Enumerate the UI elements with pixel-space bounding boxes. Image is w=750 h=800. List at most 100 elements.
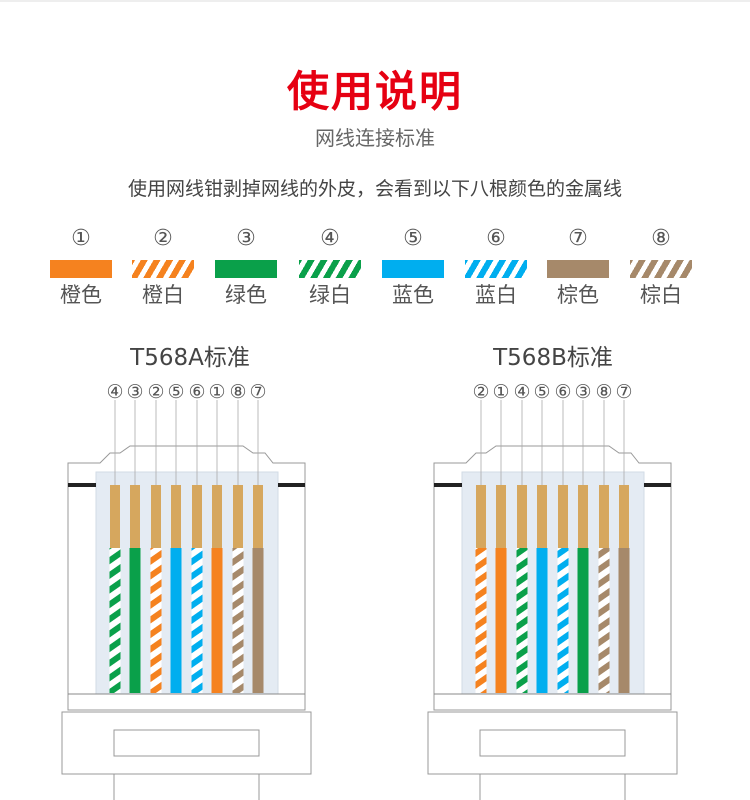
wire-棕白 [598, 548, 610, 693]
color-swatch [630, 260, 692, 278]
legend-label: 棕色 [557, 283, 599, 307]
legend-item: ⑤ 蓝色 [378, 226, 448, 308]
wire-绿白 [516, 548, 528, 693]
wire-绿白 [109, 548, 121, 693]
wire-蓝色 [170, 548, 182, 693]
wire-绿色 [129, 548, 141, 693]
pin-number-label: ② [472, 381, 489, 403]
legend-label: 蓝白 [475, 283, 517, 307]
gold-contact [619, 485, 629, 548]
description: 使用网线钳剥掉网线的外皮，会看到以下八根颜色的金属线 [127, 178, 622, 200]
latch-line [644, 483, 671, 487]
wire-棕白 [232, 548, 244, 693]
gold-contact [517, 485, 527, 548]
color-swatch [299, 260, 361, 278]
color-swatch [382, 260, 444, 278]
pin-number-label: ⑧ [229, 381, 246, 403]
wire-橙白 [475, 548, 487, 693]
page-title: 使用说明 [286, 67, 463, 116]
gold-contact [496, 485, 506, 548]
latch-line [434, 483, 462, 487]
gold-contact [171, 485, 181, 548]
legend-number: ⑤ [403, 226, 423, 251]
legend-label: 绿色 [225, 283, 267, 307]
gold-contact [151, 485, 161, 548]
legend-item: ④ 绿白 [295, 226, 365, 308]
legend-item: ⑦ 棕色 [543, 226, 613, 308]
color-swatch [132, 260, 194, 278]
legend-item: ⑥ 蓝白 [461, 226, 531, 308]
wire-橙色 [211, 548, 223, 693]
wire-蓝白 [191, 548, 203, 693]
pin-number-label: ⑦ [615, 381, 632, 403]
pin-number-label: ⑤ [167, 381, 184, 403]
legend-number: ④ [320, 226, 340, 251]
wire-绿色 [577, 548, 589, 693]
boot-tab [479, 773, 626, 800]
pin-number-label: ③ [574, 381, 591, 403]
gold-contact [599, 485, 609, 548]
gold-contact [558, 485, 568, 548]
pin-number-label: ⑧ [595, 381, 612, 403]
pin-number-label: ② [147, 381, 164, 403]
legend-label: 橙白 [142, 283, 184, 307]
latch-line [68, 483, 96, 487]
boot-window [479, 729, 626, 757]
standard-title-t568b: T568B标准 [493, 345, 613, 371]
gold-contact [192, 485, 202, 548]
pin-number-label: ① [208, 381, 225, 403]
legend-number: ① [71, 226, 91, 251]
legend-number: ③ [236, 226, 256, 251]
gold-contact [537, 485, 547, 548]
wire-蓝白 [557, 548, 569, 693]
gold-contact [212, 485, 222, 548]
wire-橙白 [150, 548, 162, 693]
legend-item: ③ 绿色 [211, 226, 281, 308]
legend-number: ② [153, 226, 173, 251]
wire-棕色 [252, 548, 264, 693]
legend-item: ② 橙白 [128, 226, 198, 308]
legend-item: ① 橙色 [46, 226, 116, 308]
latch-line [278, 483, 305, 487]
gold-contact [578, 485, 588, 548]
gold-contact [110, 485, 120, 548]
wire-橙色 [495, 548, 507, 693]
color-swatch [50, 260, 112, 278]
wire-蓝色 [536, 548, 548, 693]
pin-number-label: ④ [106, 381, 123, 403]
gold-contact [476, 485, 486, 548]
gold-contact [233, 485, 243, 548]
color-swatch [215, 260, 277, 278]
pin-number-label: ⑥ [554, 381, 571, 403]
gold-contact [130, 485, 140, 548]
pin-number-label: ① [492, 381, 509, 403]
top-divider [0, 0, 750, 2]
pin-number-label: ③ [126, 381, 143, 403]
boot-tab [113, 773, 260, 800]
contact-housing [461, 471, 645, 695]
legend-number: ⑧ [651, 226, 671, 251]
legend-item: ⑧ 棕白 [626, 226, 696, 308]
legend-label: 棕白 [640, 283, 682, 307]
standard-title-t568a: T568A标准 [130, 345, 250, 371]
pin-number-label: ⑤ [533, 381, 550, 403]
color-swatch [465, 260, 527, 278]
contact-housing [95, 471, 279, 695]
color-swatch [547, 260, 609, 278]
pin-number-label: ⑦ [249, 381, 266, 403]
legend-number: ⑦ [568, 226, 588, 251]
pin-number-label: ④ [513, 381, 530, 403]
legend-label: 蓝色 [392, 283, 434, 307]
legend-label: 橙色 [60, 283, 102, 307]
page-subtitle: 网线连接标准 [315, 126, 435, 150]
wire-棕色 [618, 548, 630, 693]
legend-number: ⑥ [486, 226, 506, 251]
legend-label: 绿白 [309, 283, 351, 307]
boot-window [113, 729, 260, 757]
pin-number-label: ⑥ [188, 381, 205, 403]
gold-contact [253, 485, 263, 548]
